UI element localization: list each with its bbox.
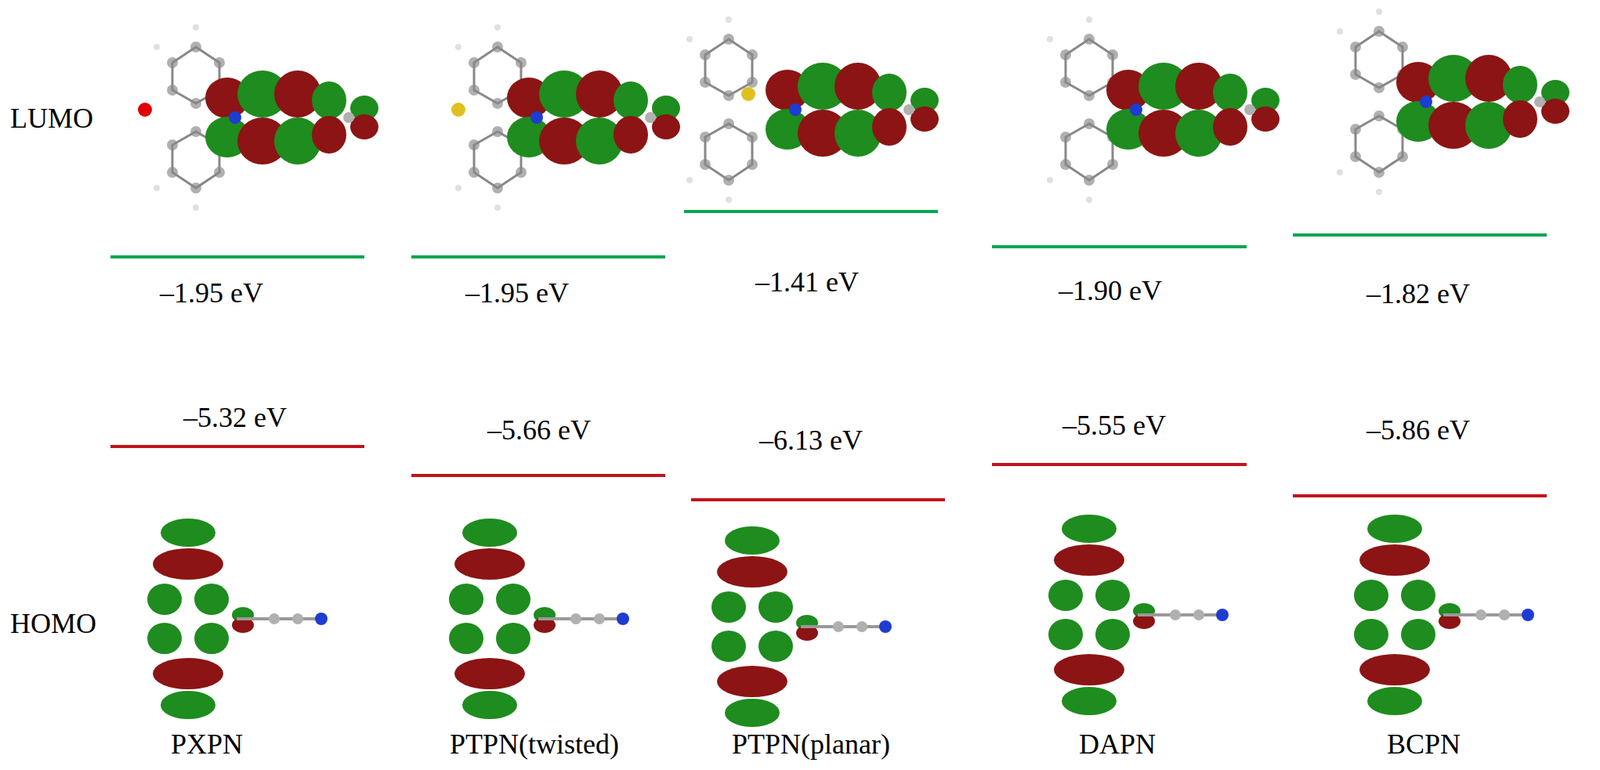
lumo-orbitals (137, 8, 1570, 211)
energy-value: –1.41 eV (755, 267, 859, 299)
energy-value: –1.95 eV (465, 278, 569, 310)
orbital-label: LUMO (10, 103, 94, 135)
energy-value: –1.95 eV (159, 278, 264, 310)
energy-value: –5.66 eV (487, 415, 591, 447)
molecule-name: PTPN(planar) (731, 729, 891, 761)
orbital-label: HOMO (10, 608, 97, 641)
energy-value: –5.86 eV (1366, 415, 1470, 447)
molecule-name: PXPN (170, 729, 243, 761)
energy-value: –1.90 eV (1058, 275, 1162, 308)
lumo-levels (110, 211, 1547, 258)
molecule-name: PTPN(twisted) (449, 729, 620, 761)
homo-orbitals (147, 514, 1535, 728)
energy-value: –1.82 eV (1366, 278, 1470, 311)
molecule-name: DAPN (1078, 729, 1156, 761)
energy-value: –5.55 eV (1062, 410, 1166, 442)
molecule-name: BCPN (1386, 729, 1461, 761)
energy-value: –6.13 eV (759, 425, 863, 457)
energy-value: –5.32 eV (183, 402, 287, 435)
